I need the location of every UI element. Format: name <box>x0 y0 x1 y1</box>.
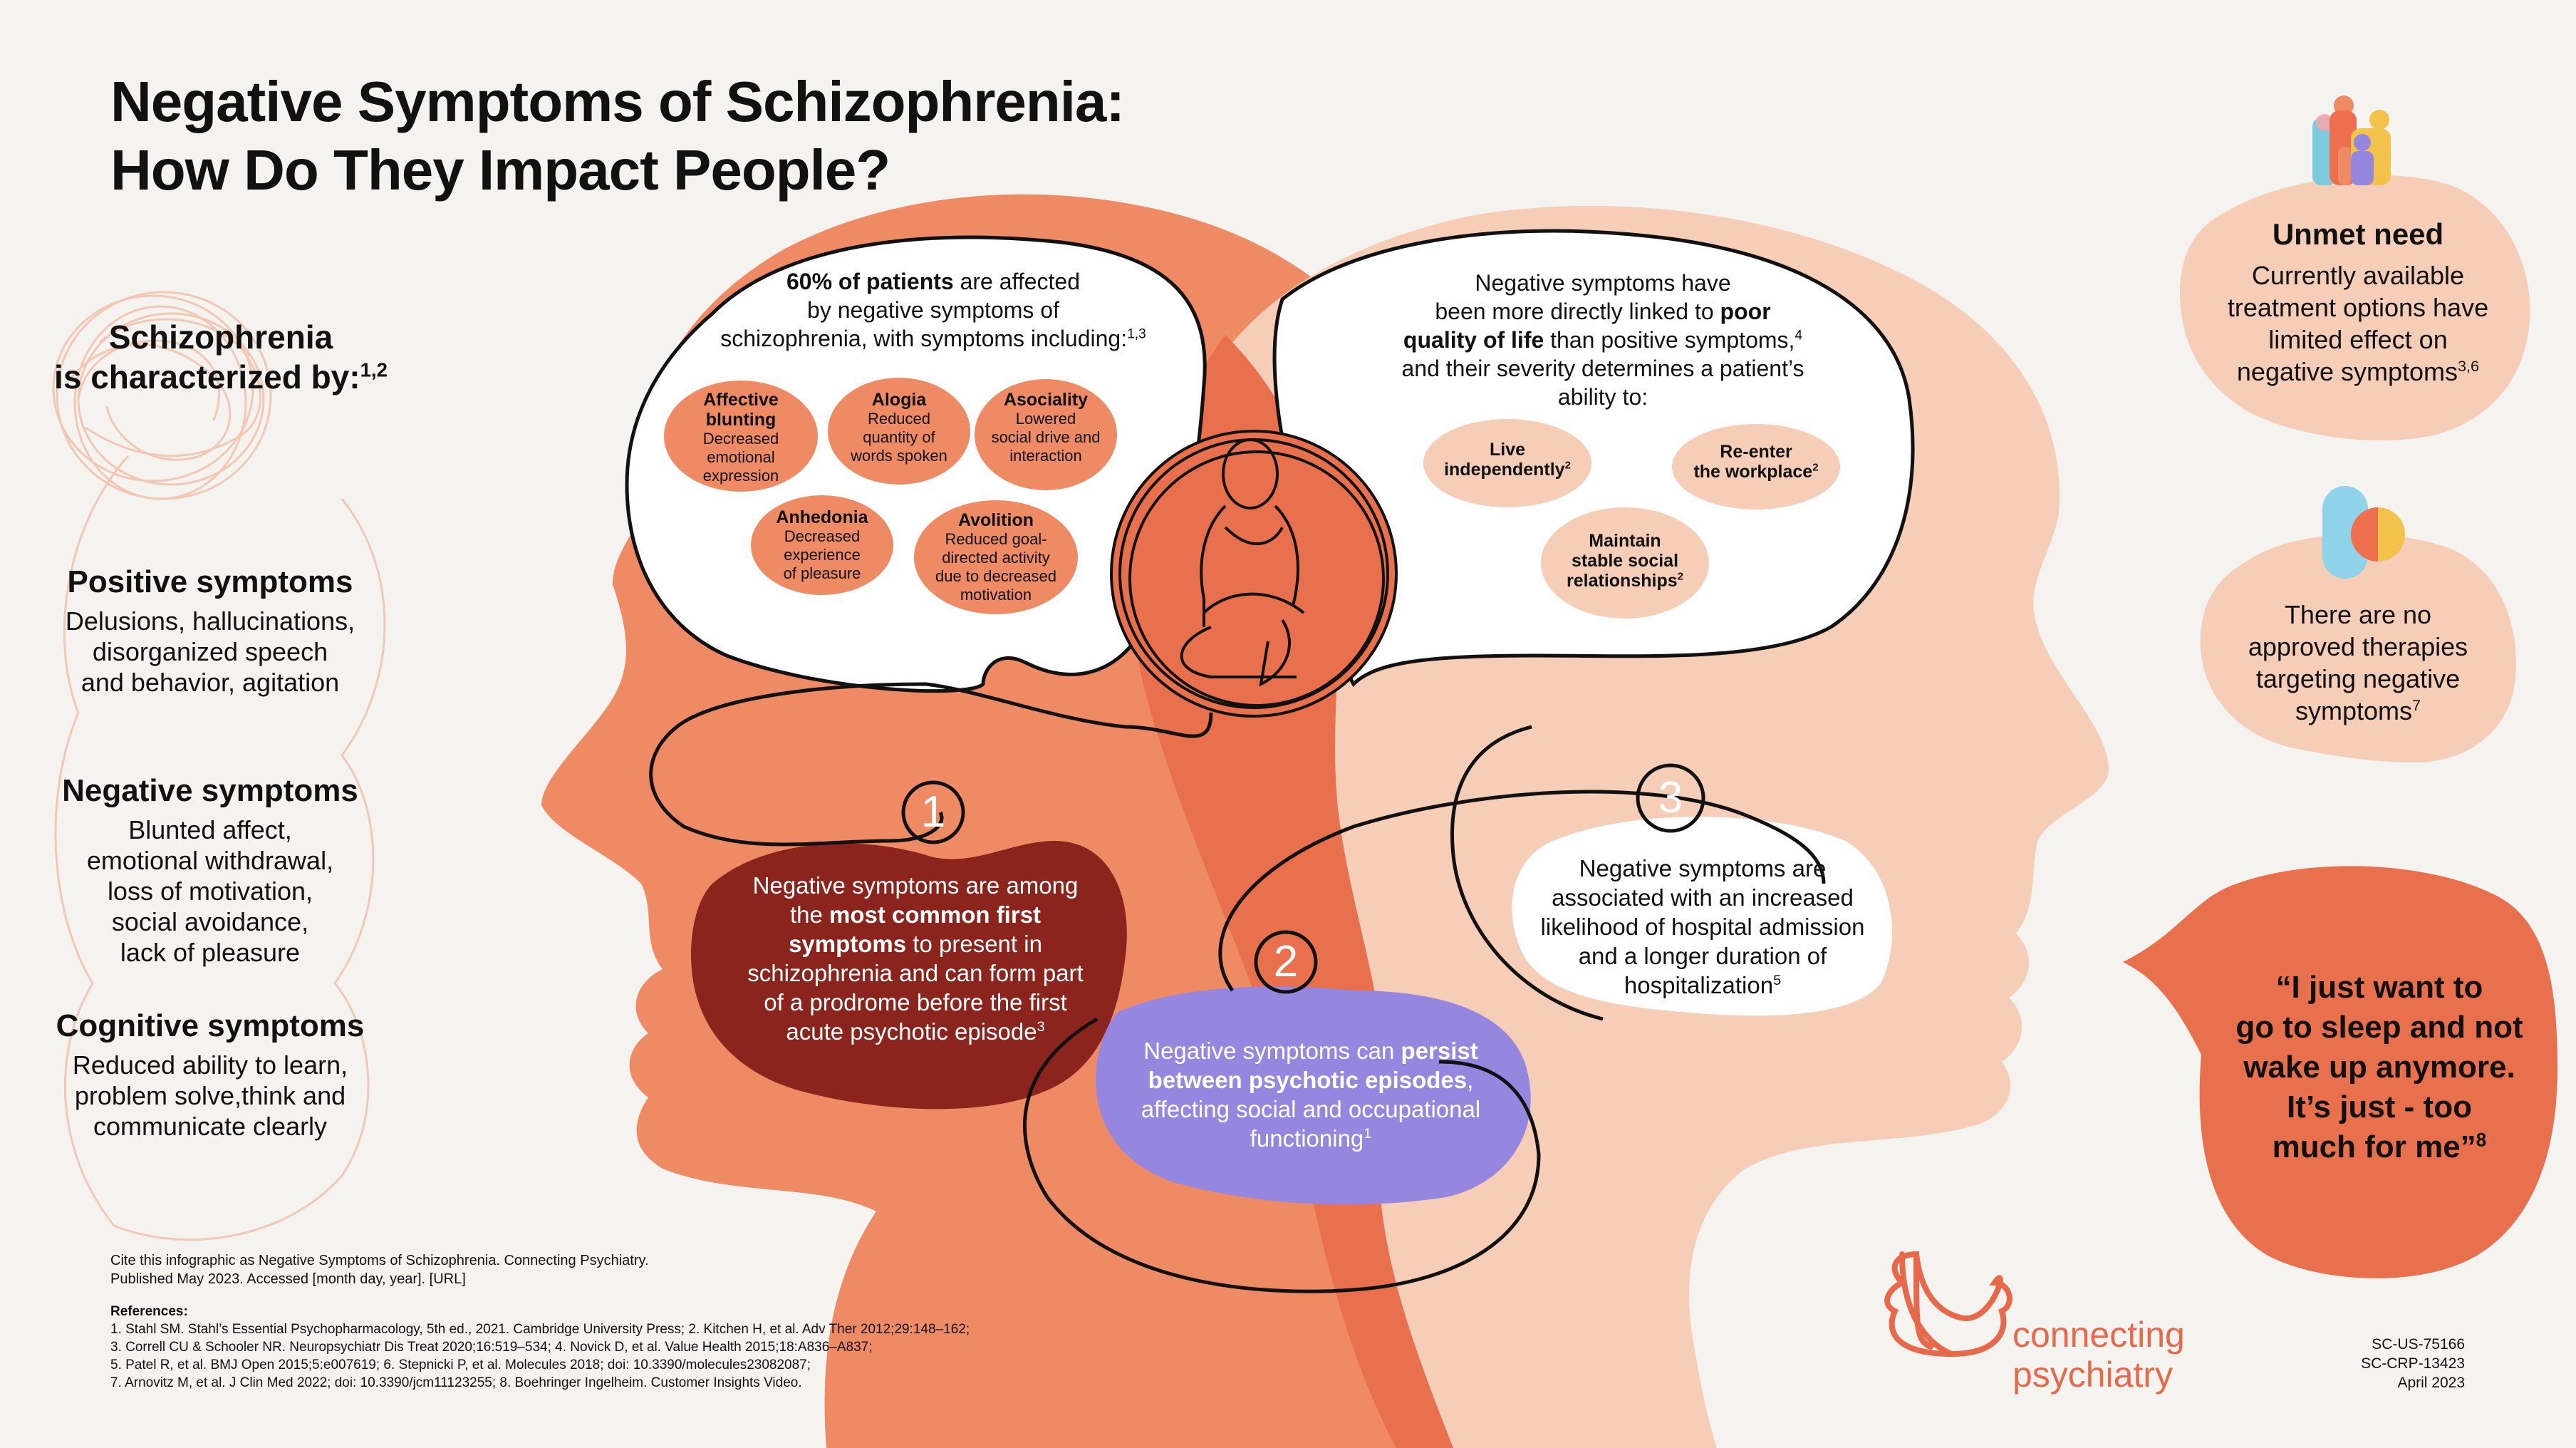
unmet-need-section: Unmet need Currently available treatment… <box>2183 215 2533 388</box>
quality-of-life-text: Negative symptoms have been more directl… <box>1401 270 1804 410</box>
point2-number: 2 <box>1273 937 1299 986</box>
ability-reenter-workplace: Re-enter the workplace2 <box>1693 442 1819 482</box>
brand-name: connecting psychiatry <box>2012 1315 2185 1395</box>
citation-text: Cite this infographic as Negative Sympto… <box>110 1253 649 1287</box>
pill-avolition: Avolition Reduced goal-directed activity… <box>935 510 1057 604</box>
cognitive-symptoms-section: Cognitive symptoms Reduced ability to le… <box>43 1007 378 1142</box>
ability-pills <box>1423 419 1840 619</box>
brand-logo-icon <box>1884 1251 2012 1357</box>
no-therapies-text: There are no approved therapies targetin… <box>2248 600 2468 725</box>
therapies-bubble <box>2200 534 2516 762</box>
page-title: Negative Symptoms of Schizophrenia: How … <box>110 70 1125 202</box>
positive-symptoms-text: Delusions, hallucinations, disorganized … <box>65 606 355 697</box>
point3-blob <box>1512 817 1892 1016</box>
positive-symptoms-section: Positive symptoms Delusions, hallucinati… <box>43 563 378 698</box>
unmet-need-bubble <box>2180 175 2530 441</box>
patient-quote: “I just want to go to sleep and not wake… <box>2235 970 2523 1164</box>
negative-symptoms-heading: Negative symptoms <box>62 773 358 808</box>
prevalence-text: 60% of patients are affected by negative… <box>720 269 1146 351</box>
point3-number: 3 <box>1658 773 1683 822</box>
point1-text: Negative symptoms are among the most com… <box>747 872 1084 1045</box>
references-list: References: 1. Stahl SM. Stahl’s Essenti… <box>110 1303 1321 1392</box>
negative-symptoms-text: Blunted affect, emotional withdrawal, lo… <box>86 815 334 967</box>
negative-symptoms-section: Negative symptoms Blunted affect, emotio… <box>43 772 378 968</box>
ability-social-relationships: Maintain stable social relationships2 <box>1567 531 1683 591</box>
left-column-outline <box>54 455 386 1241</box>
quote-bubble <box>2123 866 2557 1278</box>
symptom-pills <box>664 378 1117 614</box>
capsule-icon <box>2322 486 2405 579</box>
positive-symptoms-heading: Positive symptoms <box>67 564 353 599</box>
brain-scribble-icon <box>52 291 272 500</box>
point3-text: Negative symptoms are associated with an… <box>1540 855 1865 998</box>
cognitive-symptoms-heading: Cognitive symptoms <box>56 1008 365 1043</box>
number-circles <box>901 763 1705 994</box>
characterized-heading: Schizophrenia is characterized by:1,2 <box>54 319 388 395</box>
ability-live-independently: Live independently2 <box>1444 440 1571 480</box>
point2-text: Negative symptoms can persist between ps… <box>1141 1038 1481 1152</box>
references-heading: References: <box>110 1304 188 1319</box>
point1-number: 1 <box>920 787 946 837</box>
connector-lines <box>649 682 1826 1293</box>
document-codes: SC-US-75166 SC-CRP-13423 April 2023 <box>2361 1336 2465 1391</box>
sitting-person-icon <box>1110 430 1398 718</box>
cognitive-symptoms-text: Reduced ability to learn, problem solve,… <box>72 1050 348 1141</box>
family-icon <box>2312 95 2391 185</box>
unmet-need-heading: Unmet need <box>2272 217 2444 251</box>
point1-blob <box>691 841 1127 1110</box>
point2-blob <box>1096 986 1531 1205</box>
